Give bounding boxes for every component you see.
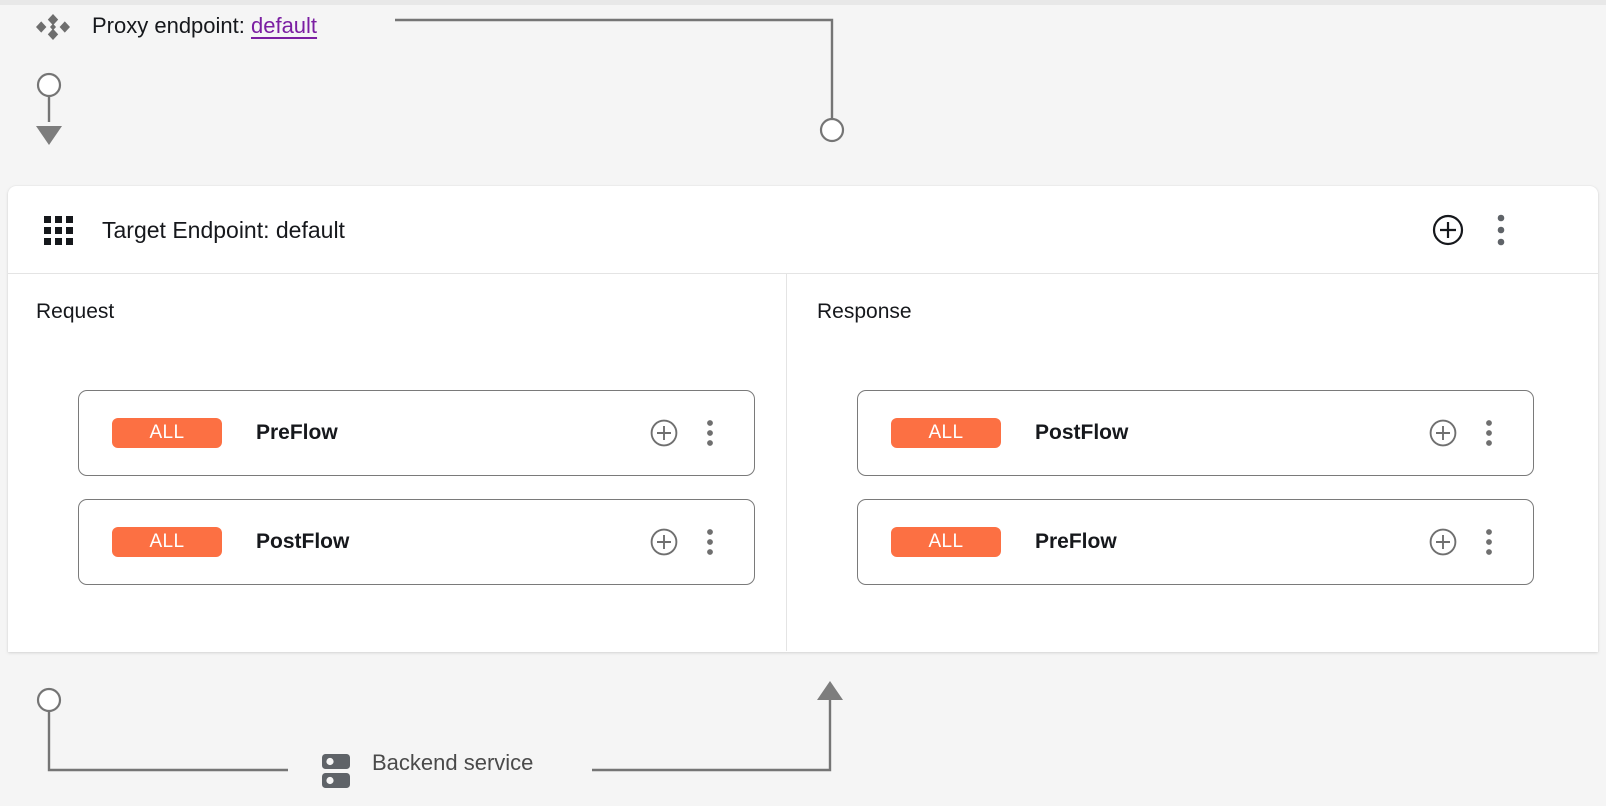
top-edge-strip bbox=[0, 0, 1606, 5]
flow-name: PreFlow bbox=[256, 421, 338, 444]
proxy-endpoint-link[interactable]: default bbox=[250, 13, 318, 38]
proxy-endpoint-label: Proxy endpoint: default bbox=[92, 11, 317, 41]
flow-card-actions bbox=[1429, 527, 1533, 557]
more-vertical-icon[interactable] bbox=[700, 418, 720, 448]
flow-badge: ALL bbox=[112, 418, 222, 448]
flow-badge: ALL bbox=[891, 527, 1001, 557]
circle-plus-icon[interactable] bbox=[1429, 528, 1457, 556]
more-vertical-icon[interactable] bbox=[700, 527, 720, 557]
grid-apps-icon bbox=[44, 216, 74, 246]
flow-columns: Request ALL PreFlow bbox=[8, 274, 1598, 651]
flow-card-actions bbox=[1429, 418, 1533, 448]
proxy-out-node bbox=[819, 117, 845, 143]
flow-card-response-postflow[interactable]: ALL PostFlow bbox=[857, 390, 1534, 476]
proxy-endpoint-label-text: Proxy endpoint: bbox=[92, 13, 251, 38]
target-out-node bbox=[36, 687, 62, 713]
proxy-down-node bbox=[36, 72, 62, 98]
proxy-down-arrow bbox=[36, 126, 62, 145]
circle-plus-icon[interactable] bbox=[1429, 419, 1457, 447]
response-column: Response ALL PostFlow bbox=[787, 274, 1598, 651]
flow-name: PreFlow bbox=[1035, 530, 1117, 553]
circle-plus-icon[interactable] bbox=[1432, 214, 1464, 246]
request-column-title: Request bbox=[36, 300, 115, 323]
backend-service-label: Backend service bbox=[372, 750, 534, 775]
flow-card-request-postflow[interactable]: ALL PostFlow bbox=[78, 499, 755, 585]
target-endpoint-panel: Target Endpoint: default Request bbox=[8, 186, 1598, 652]
circle-plus-icon[interactable] bbox=[650, 419, 678, 447]
circle-plus-icon[interactable] bbox=[650, 528, 678, 556]
server-rack-icon bbox=[320, 752, 352, 792]
flow-name: PostFlow bbox=[1035, 421, 1129, 444]
flow-card-actions bbox=[650, 418, 754, 448]
more-vertical-icon[interactable] bbox=[1479, 418, 1499, 448]
flow-card-request-preflow[interactable]: ALL PreFlow bbox=[78, 390, 755, 476]
request-column: Request ALL PreFlow bbox=[8, 274, 786, 651]
flow-name: PostFlow bbox=[256, 530, 350, 553]
target-endpoint-title: Target Endpoint: default bbox=[102, 217, 345, 243]
flow-card-response-preflow[interactable]: ALL PreFlow bbox=[857, 499, 1534, 585]
proxy-diamond-icon bbox=[36, 12, 70, 42]
flow-badge: ALL bbox=[112, 527, 222, 557]
column-divider bbox=[786, 274, 787, 651]
flow-card-actions bbox=[650, 527, 754, 557]
flow-badge: ALL bbox=[891, 418, 1001, 448]
backend-up-arrow bbox=[817, 681, 843, 700]
response-column-title: Response bbox=[817, 300, 912, 323]
target-endpoint-header: Target Endpoint: default bbox=[8, 186, 1598, 274]
more-vertical-icon[interactable] bbox=[1490, 212, 1512, 248]
more-vertical-icon[interactable] bbox=[1479, 527, 1499, 557]
proxy-endpoint-row: Proxy endpoint: default bbox=[0, 5, 1606, 45]
